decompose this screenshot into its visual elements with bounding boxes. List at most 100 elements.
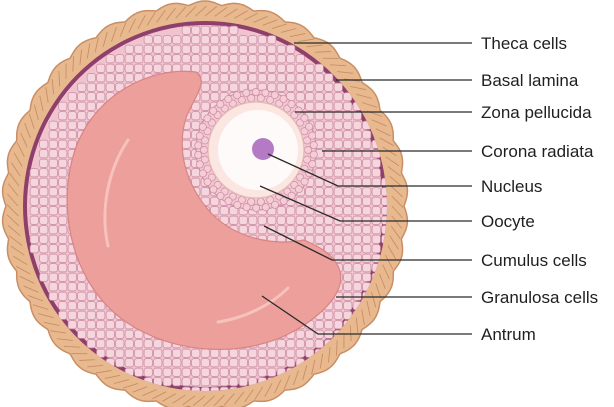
granulosa-cell bbox=[372, 197, 380, 205]
granulosa-cell bbox=[59, 150, 67, 158]
granulosa-cell bbox=[30, 169, 38, 177]
granulosa-cell bbox=[211, 349, 219, 357]
granulosa-cell bbox=[68, 264, 76, 272]
granulosa-cell bbox=[68, 131, 76, 139]
granulosa-cell bbox=[49, 235, 57, 243]
granulosa-cell bbox=[68, 121, 76, 129]
granulosa-cell bbox=[68, 93, 76, 101]
granulosa-cell bbox=[306, 83, 314, 91]
granulosa-cell bbox=[249, 216, 257, 224]
granulosa-cell bbox=[220, 26, 228, 34]
granulosa-cell bbox=[173, 368, 181, 376]
granulosa-cell bbox=[239, 216, 247, 224]
granulosa-cell bbox=[68, 292, 76, 300]
granulosa-cell bbox=[268, 349, 276, 357]
granulosa-cell bbox=[59, 102, 67, 110]
granulosa-cell bbox=[325, 169, 333, 177]
granulosa-cell bbox=[344, 112, 352, 120]
granulosa-cell bbox=[68, 302, 76, 310]
granulosa-cell bbox=[334, 169, 342, 177]
granulosa-cell bbox=[106, 330, 114, 338]
granulosa-cell bbox=[315, 216, 323, 224]
granulosa-cell bbox=[78, 93, 86, 101]
granulosa-cell bbox=[163, 378, 171, 386]
granulosa-cell bbox=[249, 36, 257, 44]
corona-cell bbox=[271, 201, 278, 208]
granulosa-cell bbox=[40, 226, 48, 234]
granulosa-cell bbox=[258, 368, 266, 376]
granulosa-cell bbox=[68, 311, 76, 319]
granulosa-cell bbox=[306, 226, 314, 234]
granulosa-cell bbox=[353, 112, 361, 120]
granulosa-cell bbox=[201, 93, 209, 101]
granulosa-cell bbox=[249, 55, 257, 63]
granulosa-cell bbox=[344, 292, 352, 300]
granulosa-cell bbox=[125, 45, 133, 53]
granulosa-cell bbox=[258, 45, 266, 53]
granulosa-cell bbox=[59, 188, 67, 196]
granulosa-cell bbox=[296, 93, 304, 101]
corona-cell bbox=[310, 142, 317, 149]
granulosa-cell bbox=[220, 55, 228, 63]
granulosa-cell bbox=[296, 349, 304, 357]
granulosa-cell bbox=[296, 340, 304, 348]
corona-cell bbox=[195, 142, 202, 149]
granulosa-cell bbox=[353, 216, 361, 224]
granulosa-cell bbox=[230, 378, 238, 386]
label-corona-radiata: Corona radiata bbox=[481, 142, 594, 161]
granulosa-cell bbox=[353, 254, 361, 262]
granulosa-cell bbox=[192, 368, 200, 376]
granulosa-cell bbox=[363, 264, 371, 272]
corona-cell bbox=[253, 204, 260, 211]
granulosa-cell bbox=[372, 235, 380, 243]
granulosa-cell bbox=[182, 45, 190, 53]
granulosa-cell bbox=[144, 349, 152, 357]
granulosa-cell bbox=[325, 159, 333, 167]
corona-cell bbox=[280, 197, 287, 204]
granulosa-cell bbox=[315, 64, 323, 72]
granulosa-cell bbox=[30, 216, 38, 224]
granulosa-cell bbox=[78, 83, 86, 91]
granulosa-cell bbox=[154, 36, 162, 44]
granulosa-cell bbox=[315, 83, 323, 91]
granulosa-cell bbox=[334, 83, 342, 91]
granulosa-cell bbox=[353, 226, 361, 234]
granulosa-cell bbox=[40, 150, 48, 158]
granulosa-cell bbox=[68, 140, 76, 148]
granulosa-cell bbox=[325, 140, 333, 148]
granulosa-cell bbox=[192, 169, 200, 177]
corona-cell bbox=[204, 178, 211, 185]
granulosa-cell bbox=[87, 93, 95, 101]
granulosa-cell bbox=[211, 36, 219, 44]
granulosa-cell bbox=[40, 188, 48, 196]
granulosa-cell bbox=[201, 74, 209, 82]
granulosa-cell bbox=[344, 273, 352, 281]
granulosa-cell bbox=[78, 292, 86, 300]
granulosa-cell bbox=[211, 64, 219, 72]
granulosa-cell bbox=[296, 83, 304, 91]
nucleus bbox=[252, 138, 274, 160]
granulosa-cell bbox=[106, 349, 114, 357]
granulosa-cell bbox=[192, 112, 200, 120]
granulosa-cell bbox=[154, 349, 162, 357]
granulosa-cell bbox=[49, 216, 57, 224]
granulosa-cell bbox=[230, 359, 238, 367]
granulosa-cell bbox=[296, 55, 304, 63]
granulosa-cell bbox=[59, 292, 67, 300]
granulosa-cell bbox=[144, 368, 152, 376]
granulosa-cell bbox=[363, 197, 371, 205]
granulosa-cell bbox=[182, 140, 190, 148]
granulosa-cell bbox=[315, 112, 323, 120]
granulosa-cell bbox=[30, 235, 38, 243]
granulosa-cell bbox=[201, 378, 209, 386]
granulosa-cell bbox=[353, 235, 361, 243]
granulosa-cell bbox=[287, 207, 295, 215]
corona-cell bbox=[196, 132, 203, 139]
granulosa-cell bbox=[87, 292, 95, 300]
granulosa-cell bbox=[344, 216, 352, 224]
label-basal-lamina: Basal lamina bbox=[481, 71, 579, 90]
granulosa-cell bbox=[220, 359, 228, 367]
granulosa-cell bbox=[325, 102, 333, 110]
granulosa-cell bbox=[353, 188, 361, 196]
corona-cell bbox=[252, 88, 259, 95]
